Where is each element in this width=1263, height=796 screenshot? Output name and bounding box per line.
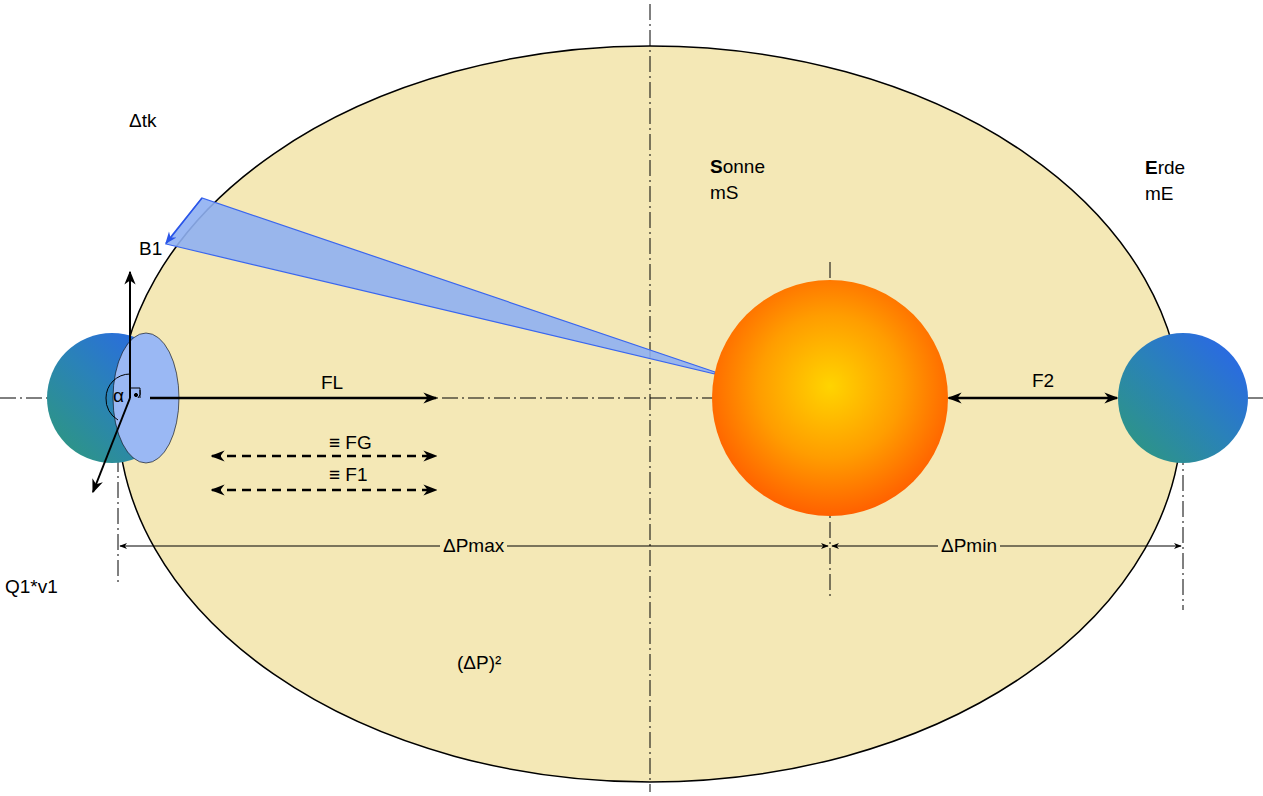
force-label: F2 bbox=[1029, 370, 1057, 392]
force-connector bbox=[949, 397, 1117, 400]
mass-label: mE bbox=[1145, 183, 1174, 205]
earth-node: ErdemE bbox=[1118, 333, 1248, 463]
velocity-label: Q1*v1 bbox=[2, 576, 61, 598]
fl-arrow bbox=[150, 397, 436, 400]
b1-arrow bbox=[129, 272, 131, 398]
area-label: (ΔP)² bbox=[454, 652, 504, 674]
mass-label: mS bbox=[710, 182, 739, 204]
angle-label: α bbox=[113, 385, 124, 407]
earth bbox=[1118, 333, 1248, 463]
time-label: Δtk bbox=[126, 110, 159, 132]
force-label: FL bbox=[318, 372, 346, 394]
velocity-arrow bbox=[93, 398, 130, 492]
dimension-label: ΔPmin bbox=[938, 535, 1000, 557]
dimension-line bbox=[832, 546, 1181, 547]
wedge-arrow bbox=[166, 198, 202, 243]
force-label: ≡ F1 bbox=[326, 464, 371, 486]
force-label: B1 bbox=[136, 238, 165, 260]
sun bbox=[712, 280, 948, 516]
f1-arrow bbox=[212, 489, 436, 492]
swept-area-wedge bbox=[166, 198, 715, 374]
fg-arrow bbox=[212, 455, 436, 458]
sun-node: SonnemS bbox=[712, 280, 948, 516]
force-label: ≡ FG bbox=[326, 432, 375, 454]
center-lines bbox=[0, 4, 1263, 792]
planet-cut-node: α bbox=[47, 333, 177, 463]
body-name: Erde bbox=[1145, 157, 1185, 179]
body-name: Sonne bbox=[710, 156, 765, 178]
dimension-label: ΔPmax bbox=[440, 535, 507, 557]
